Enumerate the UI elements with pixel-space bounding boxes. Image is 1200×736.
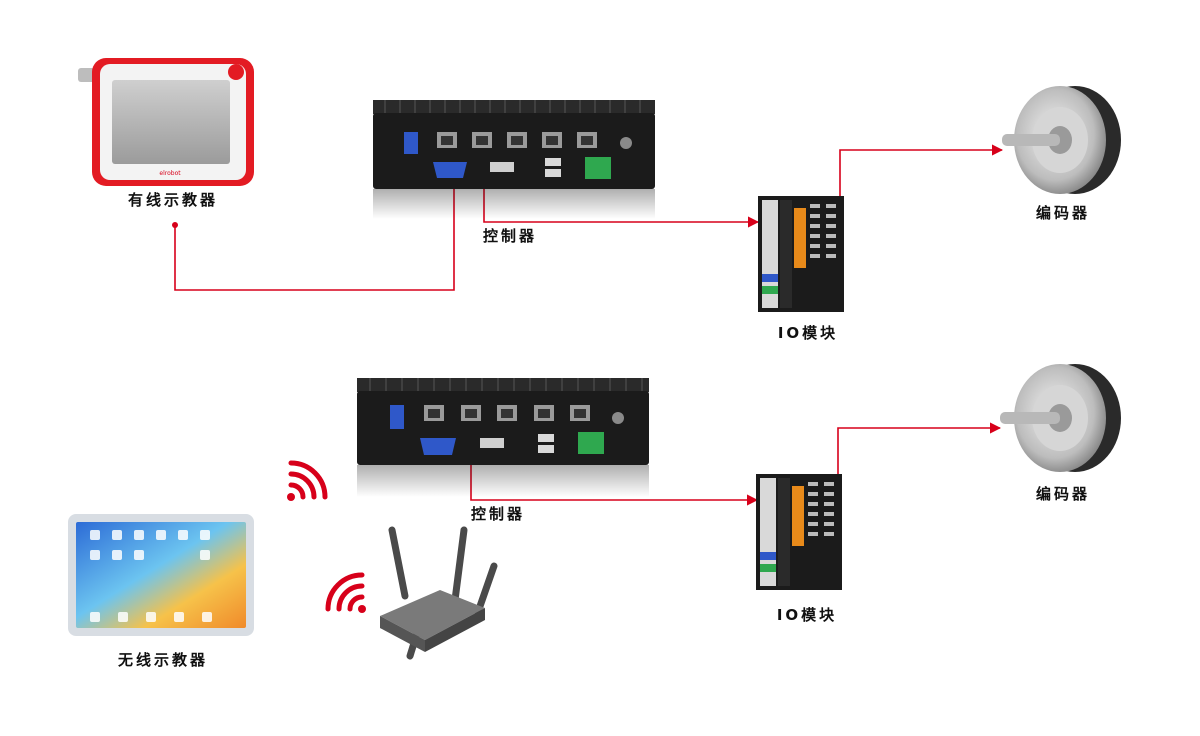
label-wireless-pendant: 无线示教器 xyxy=(117,651,208,669)
io-module-bottom xyxy=(756,474,842,590)
controller-device-top xyxy=(373,100,655,219)
pendant-brand: elrobot xyxy=(159,170,181,177)
io-to-encoder-line-bottom xyxy=(837,422,1002,482)
label-controller-bottom: 控制器 xyxy=(471,505,525,523)
encoder-bottom xyxy=(1000,364,1121,472)
controller-device-bottom xyxy=(357,378,649,497)
wifi-signal-icon xyxy=(287,460,328,501)
wired-teach-pendant: elrobot xyxy=(78,58,254,186)
encoder-top xyxy=(1002,86,1121,194)
connection-dot xyxy=(172,222,178,228)
label-encoder-top: 编码器 xyxy=(1036,204,1090,222)
label-controller-top: 控制器 xyxy=(483,227,537,245)
io-to-encoder-line-top xyxy=(839,144,1004,205)
pendant-to-controller-line xyxy=(174,170,455,291)
wifi-signal-icon xyxy=(325,572,366,613)
label-io-top: IO模块 xyxy=(778,324,838,342)
wireless-teach-pendant xyxy=(68,514,254,636)
label-io-bottom: IO模块 xyxy=(777,606,837,624)
io-module-top xyxy=(758,196,844,312)
label-encoder-bottom: 编码器 xyxy=(1036,485,1090,503)
label-wired-pendant: 有线示教器 xyxy=(128,191,218,209)
router-icon xyxy=(380,526,498,660)
